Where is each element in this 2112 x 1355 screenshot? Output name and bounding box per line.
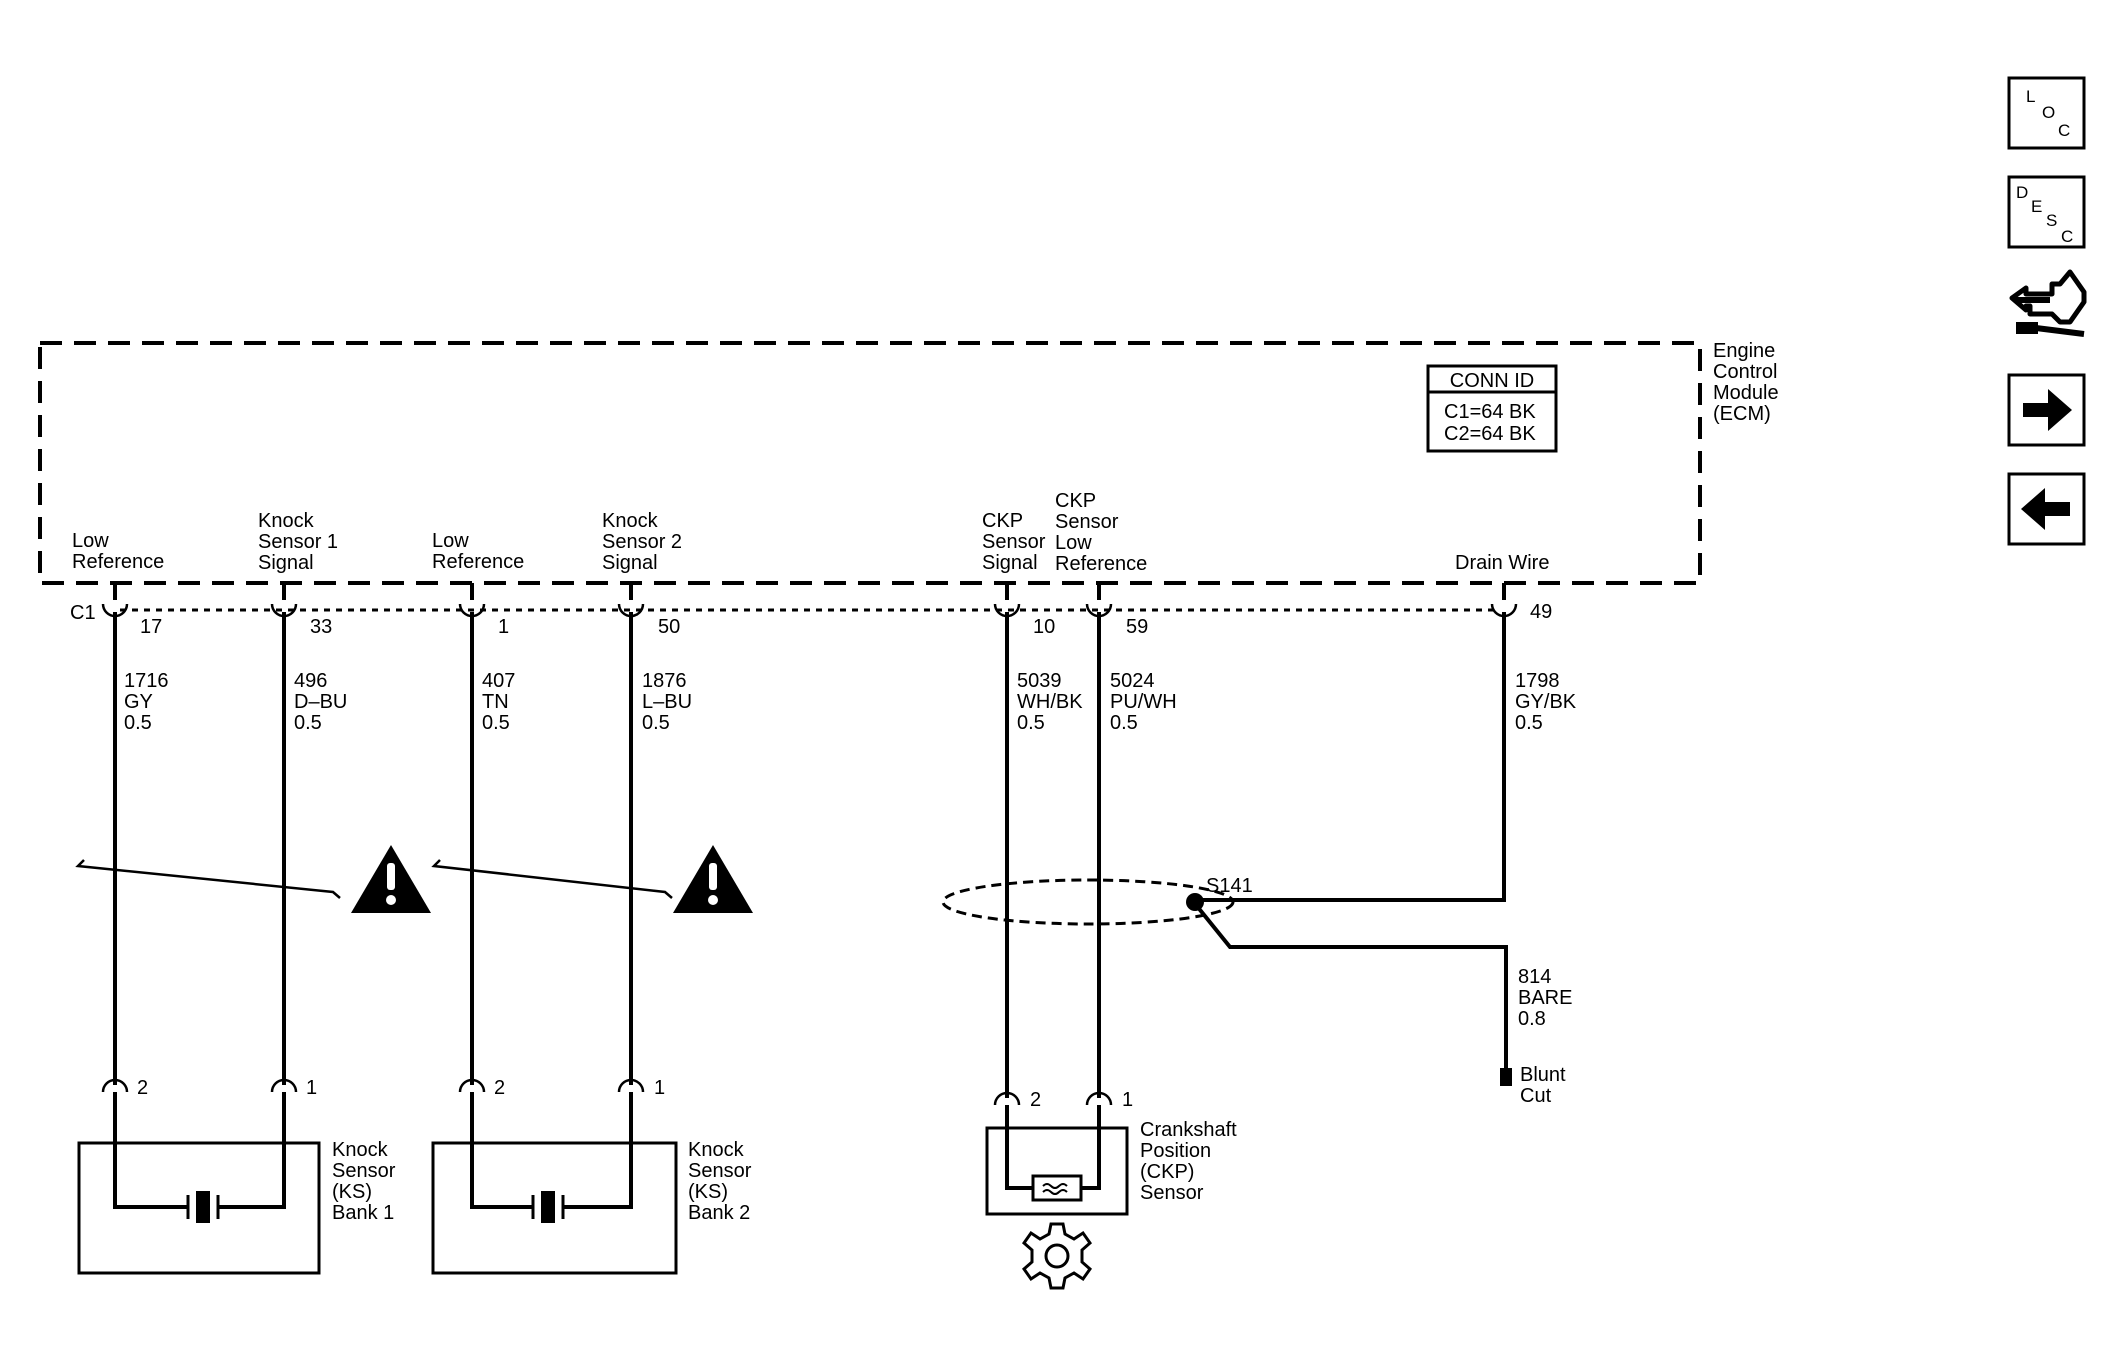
pin-59-label: CKP Sensor Low Reference: [1055, 490, 1147, 575]
terminal-pin-17: [101, 583, 129, 618]
knock-sensor-bank-2: [431, 1125, 678, 1275]
knock-sensor-bank-1-label: Knock Sensor (KS) Bank 1: [332, 1139, 401, 1224]
wire-label-1876: 1876 L–BU 0.5: [642, 670, 698, 734]
svg-text:L: L: [2026, 87, 2035, 106]
wires: [113, 612, 1512, 1098]
pin-10-label: CKP Sensor Signal: [982, 510, 1051, 574]
pin-17-label: Low Reference: [72, 530, 164, 573]
svg-text:C: C: [2061, 227, 2073, 246]
connector-service-icon[interactable]: [2009, 269, 2087, 337]
pin-number-1: 1: [498, 616, 509, 638]
conn-id-row-1: C1=64 BK: [1444, 401, 1536, 423]
conn-id-table: CONN ID C1=64 BK C2=64 BK: [1426, 364, 1558, 453]
previous-arrow-icon[interactable]: [2007, 472, 2086, 546]
bare-wire-label: 814 BARE 0.8: [1518, 966, 1578, 1030]
knock-sensor-bank-1: [77, 1125, 321, 1275]
loc-button[interactable]: L O C: [2007, 76, 2086, 150]
pin-number-49: 49: [1530, 601, 1552, 623]
wire-label-407: 407 TN 0.5: [482, 670, 521, 734]
terminal-pin-49: [1490, 583, 1518, 618]
conn-id-title: CONN ID: [1450, 370, 1534, 392]
ckp-sensor: [985, 1126, 1129, 1216]
conn-id-row-2: C2=64 BK: [1444, 423, 1536, 445]
pin-number-17: 17: [140, 616, 162, 638]
pin-number-59: 59: [1126, 616, 1148, 638]
cable-shield: [941, 878, 1235, 926]
ks1-pin-right: 1: [306, 1077, 317, 1099]
desc-button[interactable]: D E S C: [2007, 175, 2086, 249]
ckp-pin-left: 2: [1030, 1089, 1041, 1111]
terminal-pin-10: [993, 583, 1021, 618]
wire-label-1716: 1716 GY 0.5: [124, 670, 174, 734]
ecm-module: Engine Control Module (ECM) CONN ID C1=6…: [38, 340, 1784, 585]
knock-sensor-bank-2-label: Knock Sensor (KS) Bank 2: [688, 1139, 757, 1224]
gear-icon: [1021, 1222, 1093, 1290]
terminal-pin-33: [270, 583, 298, 618]
pin-1-label: Low Reference: [432, 530, 524, 573]
ks1-pin-left: 2: [137, 1077, 148, 1099]
splice-point: [1186, 893, 1204, 911]
wire-label-5039: 5039 WH/BK 0.5: [1017, 670, 1088, 734]
twisted-pair-mark-1: [75, 859, 341, 899]
pin-33-label: Knock Sensor 1 Signal: [258, 510, 344, 574]
component-terminals: [101, 1078, 1113, 1128]
ecm-name: Engine Control Module (ECM): [1713, 340, 1784, 425]
twisted-pair-mark-2: [431, 859, 673, 899]
wire-label-496: 496 D–BU 0.5: [294, 670, 353, 734]
svg-text:E: E: [2031, 197, 2042, 216]
ckp-sensor-label: Crankshaft Position (CKP) Sensor: [1140, 1119, 1242, 1204]
pin-50-label: Knock Sensor 2 Signal: [602, 510, 688, 574]
next-arrow-icon[interactable]: [2007, 373, 2086, 447]
terminal-pin-50: [617, 583, 645, 618]
pin-49-label: Drain Wire: [1455, 552, 1549, 574]
wire-label-5024: 5024 PU/WH 0.5: [1110, 670, 1182, 734]
svg-text:D: D: [2016, 183, 2028, 202]
pin-number-33: 33: [310, 616, 332, 638]
ks2-pin-left: 2: [494, 1077, 505, 1099]
svg-text:C: C: [2058, 121, 2070, 140]
splice-label: S141: [1206, 875, 1253, 897]
pin-number-50: 50: [658, 616, 680, 638]
ks2-pin-right: 1: [654, 1077, 665, 1099]
caution-icon: [351, 845, 431, 913]
terminal-pin-59: [1085, 583, 1113, 618]
ckp-pin-right: 1: [1122, 1089, 1133, 1111]
svg-text:O: O: [2042, 103, 2055, 122]
wire-label-1798: 1798 GY/BK 0.5: [1515, 670, 1582, 734]
caution-icon: [673, 845, 753, 913]
svg-text:S: S: [2046, 211, 2057, 230]
blunt-cut-label: Blunt Cut: [1520, 1064, 1571, 1107]
pin-number-10: 10: [1033, 616, 1055, 638]
connector-label: C1: [70, 602, 96, 624]
